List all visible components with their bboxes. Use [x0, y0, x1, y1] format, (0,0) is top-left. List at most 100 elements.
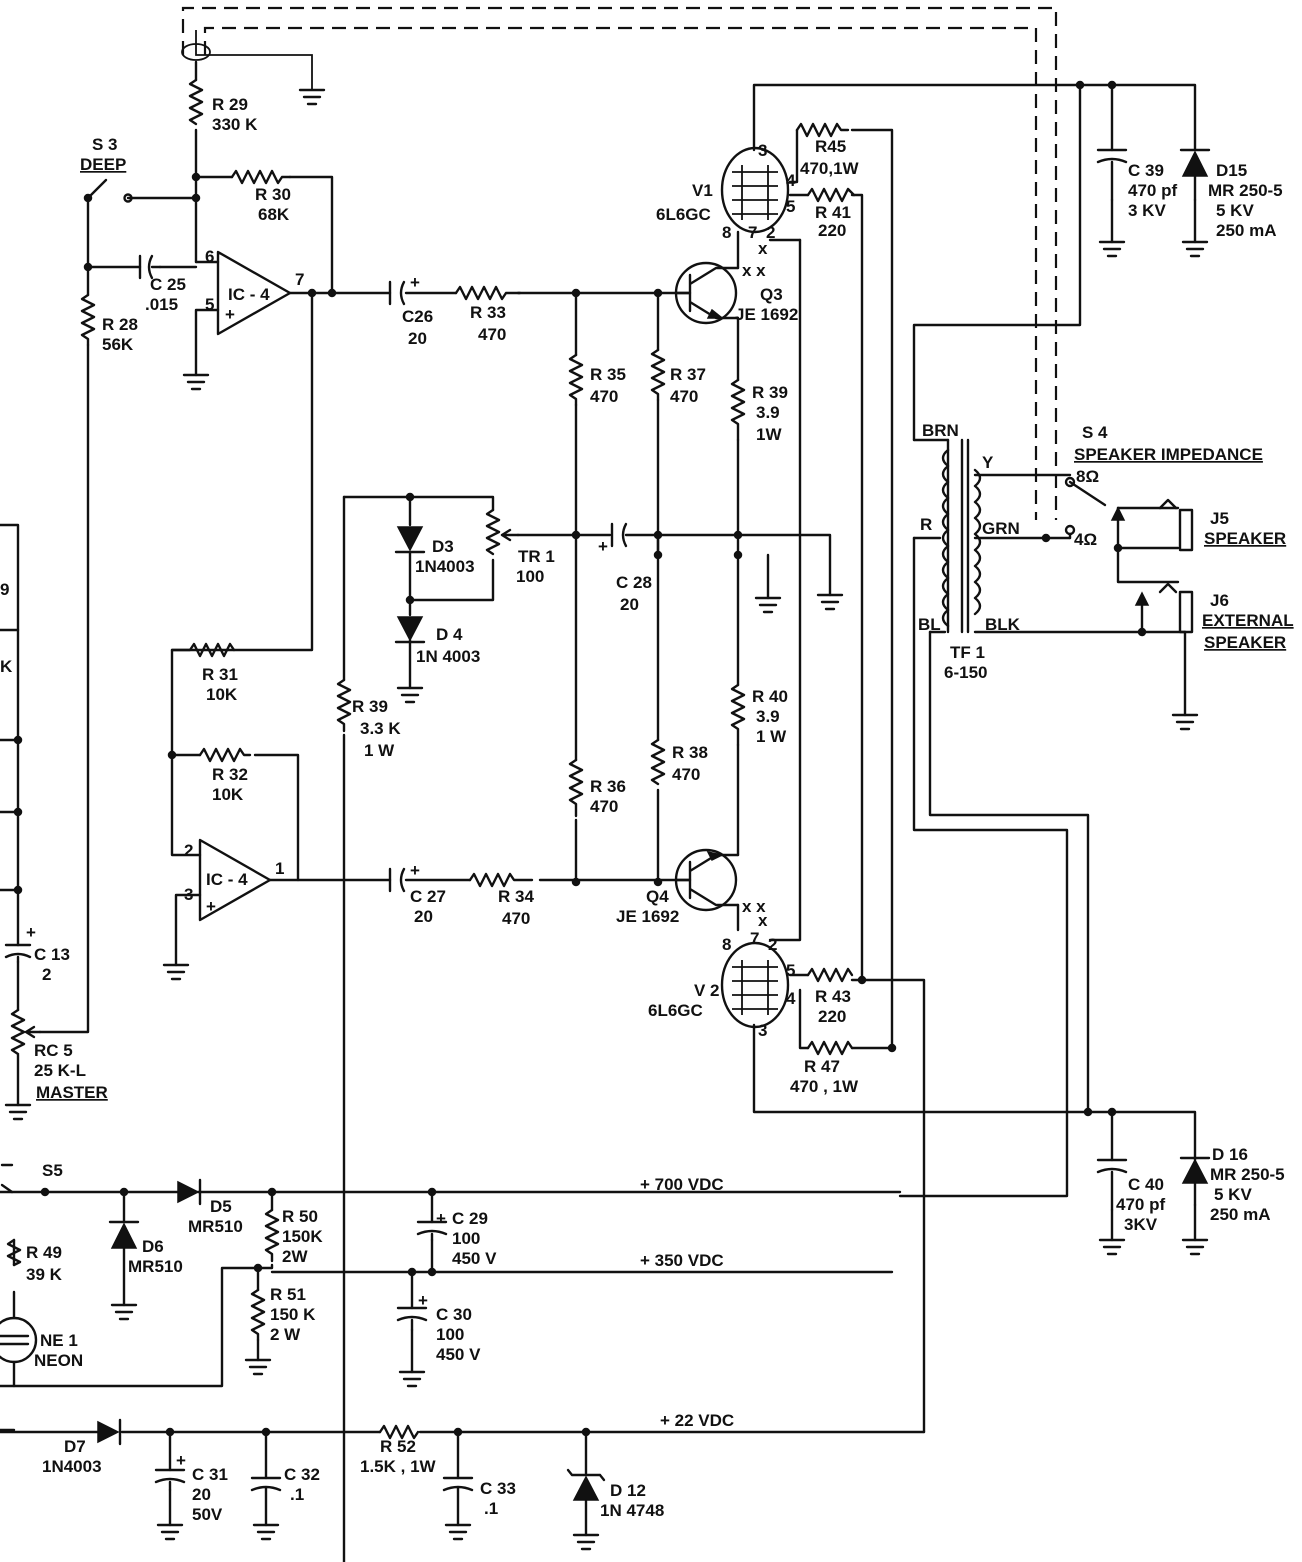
r37-value: 470 [670, 387, 698, 406]
r39b-watt: 1 W [364, 741, 395, 760]
r28-label: R 28 [102, 315, 138, 334]
r47-resistor [806, 1040, 854, 1056]
v1-pin4: 4 [786, 171, 796, 190]
r36-value: 470 [590, 797, 618, 816]
tr1-label: TR 1 [518, 547, 555, 566]
c33-capacitor [442, 1476, 474, 1492]
tf1-label: TF 1 [950, 643, 985, 662]
r39a-label: R 39 [752, 383, 788, 402]
j5-jack [1178, 508, 1194, 552]
v1-label: V1 [692, 181, 713, 200]
r50-resistor [264, 1208, 280, 1263]
d12-label: D 12 [610, 1481, 646, 1500]
s5-label: S5 [42, 1161, 63, 1180]
r36-label: R 36 [590, 777, 626, 796]
tf1-value: 6-150 [944, 663, 987, 682]
j6-name2: SPEAKER [1204, 633, 1286, 652]
v1-xx: x x [742, 261, 766, 280]
d5-diode [177, 1180, 200, 1204]
c29-volt: 450 V [452, 1249, 497, 1268]
d4-diode [396, 616, 424, 642]
c30-plus: + [418, 1291, 428, 1310]
c29-capacitor [416, 1220, 448, 1236]
d15-type: MR 250-5 [1208, 181, 1283, 200]
r39b-label: R 39 [352, 697, 388, 716]
shielded-cable [181, 6, 1058, 520]
tf1-transformer [941, 438, 982, 634]
tf1-brn: BRN [922, 421, 959, 440]
r37-label: R 37 [670, 365, 706, 384]
d6-diode [110, 1222, 138, 1249]
r38-resistor [650, 738, 666, 786]
d4-type: 1N 4003 [416, 647, 480, 666]
ic4a-pin7: 7 [295, 270, 304, 289]
c13-plus: + [26, 923, 36, 942]
r39a-watt: 1W [756, 425, 782, 444]
r49-label: R 49 [26, 1243, 62, 1262]
rc5-name: MASTER [36, 1083, 108, 1102]
c28-value: 20 [620, 595, 639, 614]
c32-label: C 32 [284, 1465, 320, 1484]
d5-type: MR510 [188, 1217, 243, 1236]
c26-label: C26 [402, 307, 433, 326]
s5-switch [40, 1187, 50, 1197]
v2-pin2: 2 [768, 935, 777, 954]
r43-value: 220 [818, 1007, 846, 1026]
tf1-grn: GRN [982, 519, 1020, 538]
d16-amp: 250 mA [1210, 1205, 1270, 1224]
s4-label: S 4 [1082, 423, 1108, 442]
d15-amp: 250 mA [1216, 221, 1276, 240]
v2-x1: x [758, 911, 768, 930]
tubes [720, 146, 790, 1029]
c29-value: 100 [452, 1229, 480, 1248]
r35-resistor [568, 353, 584, 407]
tf1-blk: BLK [985, 615, 1021, 634]
c31-label: C 31 [192, 1465, 228, 1484]
c33-label: C 33 [480, 1479, 516, 1498]
r47-value: 470 , 1W [790, 1077, 859, 1096]
r49-value: 39 K [26, 1265, 63, 1284]
v1-pin2: 2 [766, 223, 775, 242]
c31-value: 20 [192, 1485, 211, 1504]
d15-label: D15 [1216, 161, 1247, 180]
d3-type: 1N4003 [415, 557, 475, 576]
r51-label: R 51 [270, 1285, 306, 1304]
r43-resistor [806, 967, 854, 983]
rc5-value: 25 K-L [34, 1061, 86, 1080]
r43-label: R 43 [815, 987, 851, 1006]
c28-capacitor [610, 522, 628, 548]
q3-type: JE 1692 [735, 305, 798, 324]
v1-pin5: 5 [786, 197, 795, 216]
r50-value: 150K [282, 1227, 323, 1246]
c30-label: C 30 [436, 1305, 472, 1324]
edge-9: 9 [0, 580, 9, 599]
r39b-value: 3.3 K [360, 719, 401, 738]
ic4b-label: IC - 4 [206, 870, 248, 889]
r51-watt: 2 W [270, 1325, 301, 1344]
c28-label: C 28 [616, 573, 652, 592]
c30-capacitor [396, 1306, 428, 1322]
s4-4ohm: 4Ω [1074, 530, 1097, 549]
c39-kv: 3 KV [1128, 201, 1166, 220]
r39a-resistor [730, 378, 746, 442]
r34-resistor [468, 872, 534, 888]
c13-label: C 13 [34, 945, 70, 964]
j6-name: EXTERNAL [1202, 611, 1294, 630]
v1-pin3: 3 [758, 141, 767, 160]
r30-label: R 30 [255, 185, 291, 204]
rc5-label: RC 5 [34, 1041, 73, 1060]
v1-x1: x [758, 239, 768, 258]
r28-resistor [80, 293, 96, 347]
c27-value: 20 [414, 907, 433, 926]
c32-capacitor [250, 1476, 282, 1492]
c29-label: C 29 [452, 1209, 488, 1228]
v2-xx: x x [742, 897, 766, 916]
r41-value: 220 [818, 221, 846, 240]
j5-label: J5 [1210, 509, 1229, 528]
tf1-r: R [920, 515, 932, 534]
ic4b-pin2: 2 [184, 841, 193, 860]
q3-label: Q3 [760, 285, 783, 304]
vdc22-label: + 22 VDC [660, 1411, 734, 1430]
edge-k: K [0, 657, 13, 676]
r38-value: 470 [672, 765, 700, 784]
